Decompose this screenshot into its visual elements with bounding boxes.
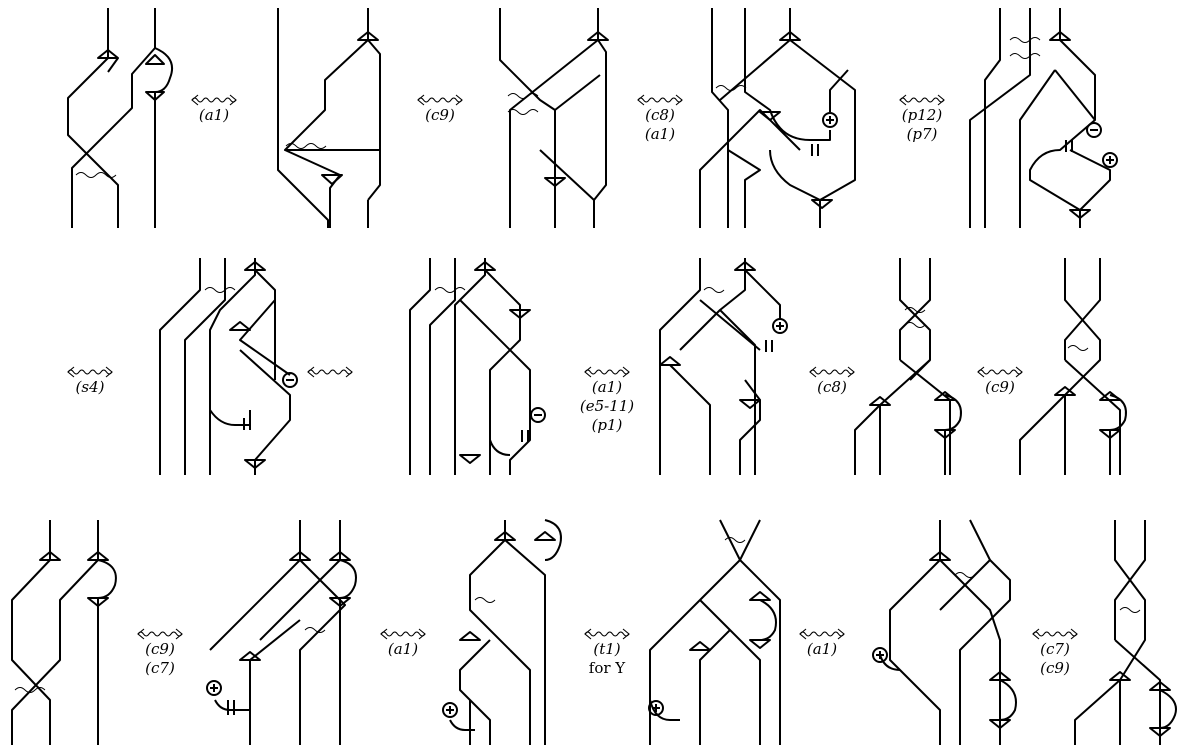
- relation-label: (c8): [645, 106, 675, 124]
- relation-arrow: [1033, 629, 1077, 639]
- relation-label: (e5-11): [580, 397, 634, 415]
- relation-11: (t1)for Y: [585, 629, 629, 677]
- relation-3: (p12)(p7): [900, 95, 944, 143]
- relation-5: [308, 367, 352, 377]
- relations-layer: (a1)(c9)(c8)(a1)(p12)(p7)(s4)(a1)(e5-11)…: [68, 95, 1077, 677]
- relation-label: (t1): [593, 640, 620, 658]
- relation-label: (p12): [902, 106, 943, 124]
- diagram-2-5: [1020, 258, 1126, 475]
- relation-arrow: [800, 629, 844, 639]
- relation-8: (c9): [978, 367, 1022, 396]
- relation-arrow: [900, 95, 944, 105]
- diagram-1-1: [68, 8, 172, 228]
- relation-arrow: [585, 629, 629, 639]
- relation-0: (a1): [192, 95, 236, 124]
- diagram-2-4: [855, 258, 961, 475]
- diagram-1-4: [700, 8, 855, 228]
- relation-2: (c8)(a1): [638, 95, 682, 143]
- relation-12: (a1): [800, 629, 844, 658]
- relation-label: (c9): [425, 106, 455, 124]
- diagram-3-2: [207, 520, 356, 745]
- relation-label: (a1): [592, 378, 622, 396]
- relation-9: (c9)(c7): [138, 629, 182, 677]
- diagram-3-4: [649, 520, 780, 745]
- relation-arrow: [978, 367, 1022, 377]
- relation-label: (c8): [817, 378, 847, 396]
- diagram-1-2: [278, 8, 380, 228]
- relation-label: for Y: [589, 659, 627, 677]
- relation-arrow: [308, 367, 352, 377]
- relation-label: (a1): [645, 125, 675, 143]
- diagram-1-3: [500, 8, 608, 228]
- relation-arrow: [192, 95, 236, 105]
- diagram-3-5: [873, 520, 1016, 745]
- diagram-3-1: [12, 520, 116, 745]
- relation-arrow: [68, 367, 112, 377]
- relation-10: (a1): [381, 629, 425, 658]
- relation-6: (a1)(e5-11)(p1): [580, 367, 634, 434]
- relation-label: (c9): [145, 640, 175, 658]
- diagram-2-3: [660, 258, 787, 475]
- relation-label: (c9): [1040, 659, 1070, 677]
- relation-7: (c8): [810, 367, 854, 396]
- diagram-2-2: [410, 258, 545, 475]
- relation-label: (c7): [1040, 640, 1070, 658]
- relation-1: (c9): [418, 95, 462, 124]
- diagram-3-6: [1075, 520, 1176, 745]
- relation-arrow: [381, 629, 425, 639]
- relation-label: (p7): [907, 125, 938, 143]
- relation-arrow: [638, 95, 682, 105]
- relation-label: (s4): [76, 378, 105, 396]
- relation-label: (c7): [145, 659, 175, 677]
- relation-arrow: [138, 629, 182, 639]
- diagram-2-1: [160, 258, 297, 475]
- relation-label: (a1): [807, 640, 837, 658]
- relation-arrow: [418, 95, 462, 105]
- relation-label: (c9): [985, 378, 1015, 396]
- relation-label: (a1): [388, 640, 418, 658]
- relation-arrow: [585, 367, 629, 377]
- relation-label: (a1): [199, 106, 229, 124]
- relation-label: (p1): [592, 416, 623, 434]
- diagram-1-5: [970, 8, 1117, 228]
- relation-4: (s4): [68, 367, 112, 396]
- relation-13: (c7)(c9): [1033, 629, 1077, 677]
- diagram-3-3: [443, 520, 561, 745]
- relation-arrow: [810, 367, 854, 377]
